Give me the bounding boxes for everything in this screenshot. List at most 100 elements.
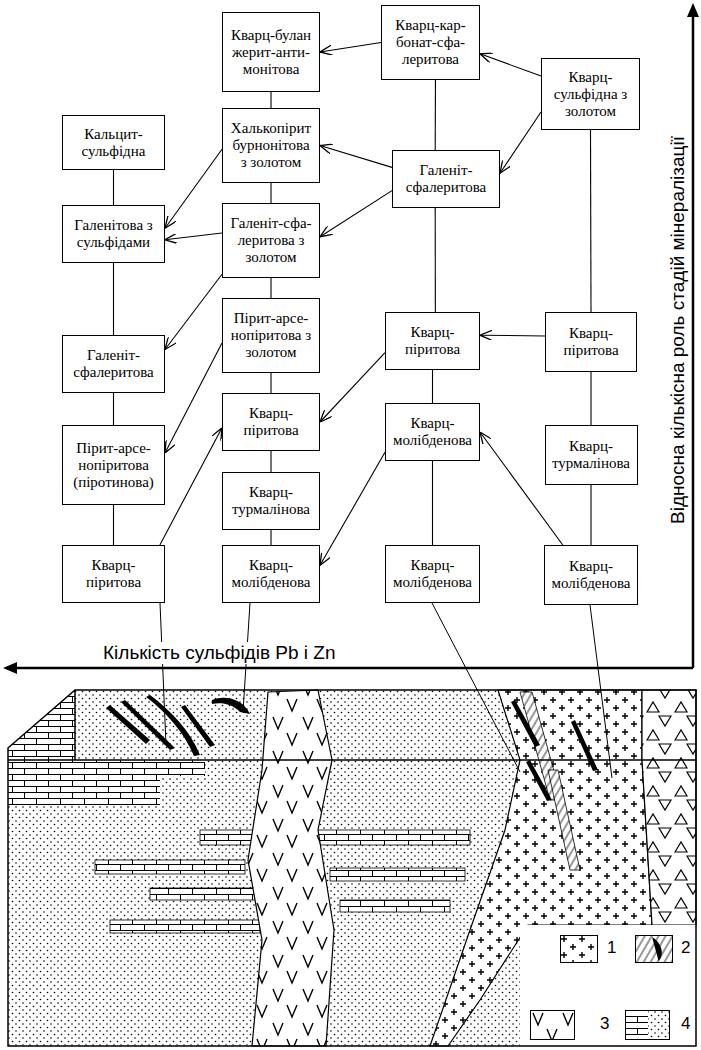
stage-box: Кварц- піритова [545,312,637,372]
stage-name: Кварц- піритова [552,325,630,359]
limestone-lens [200,830,470,845]
limestone-lens [340,900,450,912]
y-axis-arrow [687,3,699,17]
stage-name: Халькопірит бурнонітова з золотом [229,120,313,171]
limestone-sample [626,1011,649,1040]
stage-box: Кварц- піритова [62,545,165,603]
stage-name: Кварц- піритова [229,405,313,439]
vein-sample [636,936,673,963]
ore-vein [571,720,598,771]
stage-box: Кварц-булан жерит-анти- монітова [222,12,320,92]
vein-zone [548,770,580,870]
arrow-connector [320,353,385,422]
stage-box: Галеніт-сфа- леритова з золотом [222,203,320,278]
ore-vein-sample [652,937,662,961]
swatch-border [561,936,598,963]
volcanic-dike [248,690,334,1046]
legend-swatch [530,1010,575,1040]
stage-name: Кварц- турмалінова [229,484,313,518]
limestone-lens [110,920,260,933]
stage-box: Пірит-арсе- нопіритова з золотом [222,298,320,373]
ore-vein [181,705,215,747]
arrow-connector [320,43,381,53]
v-sample [531,1011,575,1040]
stage-box: Кварц- молібденова [385,403,480,461]
connector-line [113,170,114,205]
stage-name: Кварц- молібденова [551,558,631,592]
stage-name: Кварц- турмалінова [552,438,631,472]
x-axis [12,667,693,670]
arrow-connector [480,54,541,76]
stage-box: Кварц- піритова [385,312,480,370]
arrow-connector [165,274,222,349]
connector-line [270,183,271,203]
stage-box: Галенітова з сульфідами [62,205,165,263]
swatch-border [626,1011,670,1040]
stage-box: Кварц- турмалінова [545,425,638,485]
limestone-cliff [8,690,75,760]
legend-number: 3 [598,1014,611,1034]
leader-lines [160,603,612,778]
connector-line [270,92,271,108]
legend-number: 1 [605,938,618,958]
stage-name: Пірит-арсе- нопіритова з золотом [229,310,313,361]
stage-name: Кварц- молібденова [392,415,473,449]
ore-veins [106,695,598,801]
arrow-connector [320,191,392,237]
stage-name: Кварц- молібденова [229,557,313,591]
connector-line [113,505,114,545]
stage-box: Кальцит- сульфідна [62,115,165,170]
stage-name: Кварц- молібденова [392,557,473,591]
swatch-border [531,1011,575,1040]
stage-box: Кварц- молібденова [385,545,480,603]
legend-swatch [635,935,673,963]
stage-name: Кварц-кар- бонат-сфа- леритова [388,17,473,68]
stage-name: Кварц-булан жерит-анти- монітова [229,27,313,78]
connector-line [435,80,436,150]
arrow-connector [165,343,222,453]
stage-name: Пірит-арсе- нопіритова (піротинова) [69,440,158,491]
legend-swatch [560,935,598,963]
axis-title: Відносна кількісна роль стадій мінераліз… [667,133,689,527]
connector-line [432,461,433,545]
breccia-zone [642,690,696,925]
connector-line [590,372,591,425]
plus-sample [561,936,598,963]
stage-box: Кварц-кар- бонат-сфа- леритова [381,5,480,80]
stage-name: Галеніт-сфа- леритова з золотом [229,215,313,266]
arrow-connector [165,233,222,240]
stage-box: Халькопірит бурнонітова з золотом [222,108,320,183]
stage-box: Галеніт- сфалеритова [392,150,500,208]
arrow-connector [160,428,222,545]
connector-line [270,451,271,472]
leader-line [432,603,520,772]
ore-vein [106,705,150,744]
arrow-connector [500,112,541,173]
stage-box: Кварц- молібденова [222,545,320,603]
ore-vein [212,698,250,714]
axes [3,3,699,674]
legend-ground [520,925,696,1046]
sandstone-sample [648,1011,670,1040]
legend-number: 2 [679,938,692,958]
leader-line [160,603,166,745]
limestone-lens [330,868,465,881]
stage-name: Кварц- піритова [69,557,158,591]
stage-box: Кварц- молібденова [544,545,638,605]
ore-vein [146,695,200,756]
stage-box: Пірит-арсе- нопіритова (піротинова) [62,425,165,505]
stage-name: Кальцит- сульфідна [69,126,158,160]
connector-line [113,393,114,425]
swatch-border [636,936,673,963]
legend-swatch [625,1010,670,1040]
stage-name: Кварц- піритова [392,324,473,358]
limestone-layer [8,760,205,805]
arrow-connector [165,149,222,228]
leader-line [590,605,612,778]
connector-line [270,530,271,545]
connector-line [270,373,271,393]
connector-line [435,208,436,312]
stage-name: Галеніт- сфалеритова [399,162,493,196]
arrow-connector [320,146,392,168]
connector-line [590,130,592,312]
